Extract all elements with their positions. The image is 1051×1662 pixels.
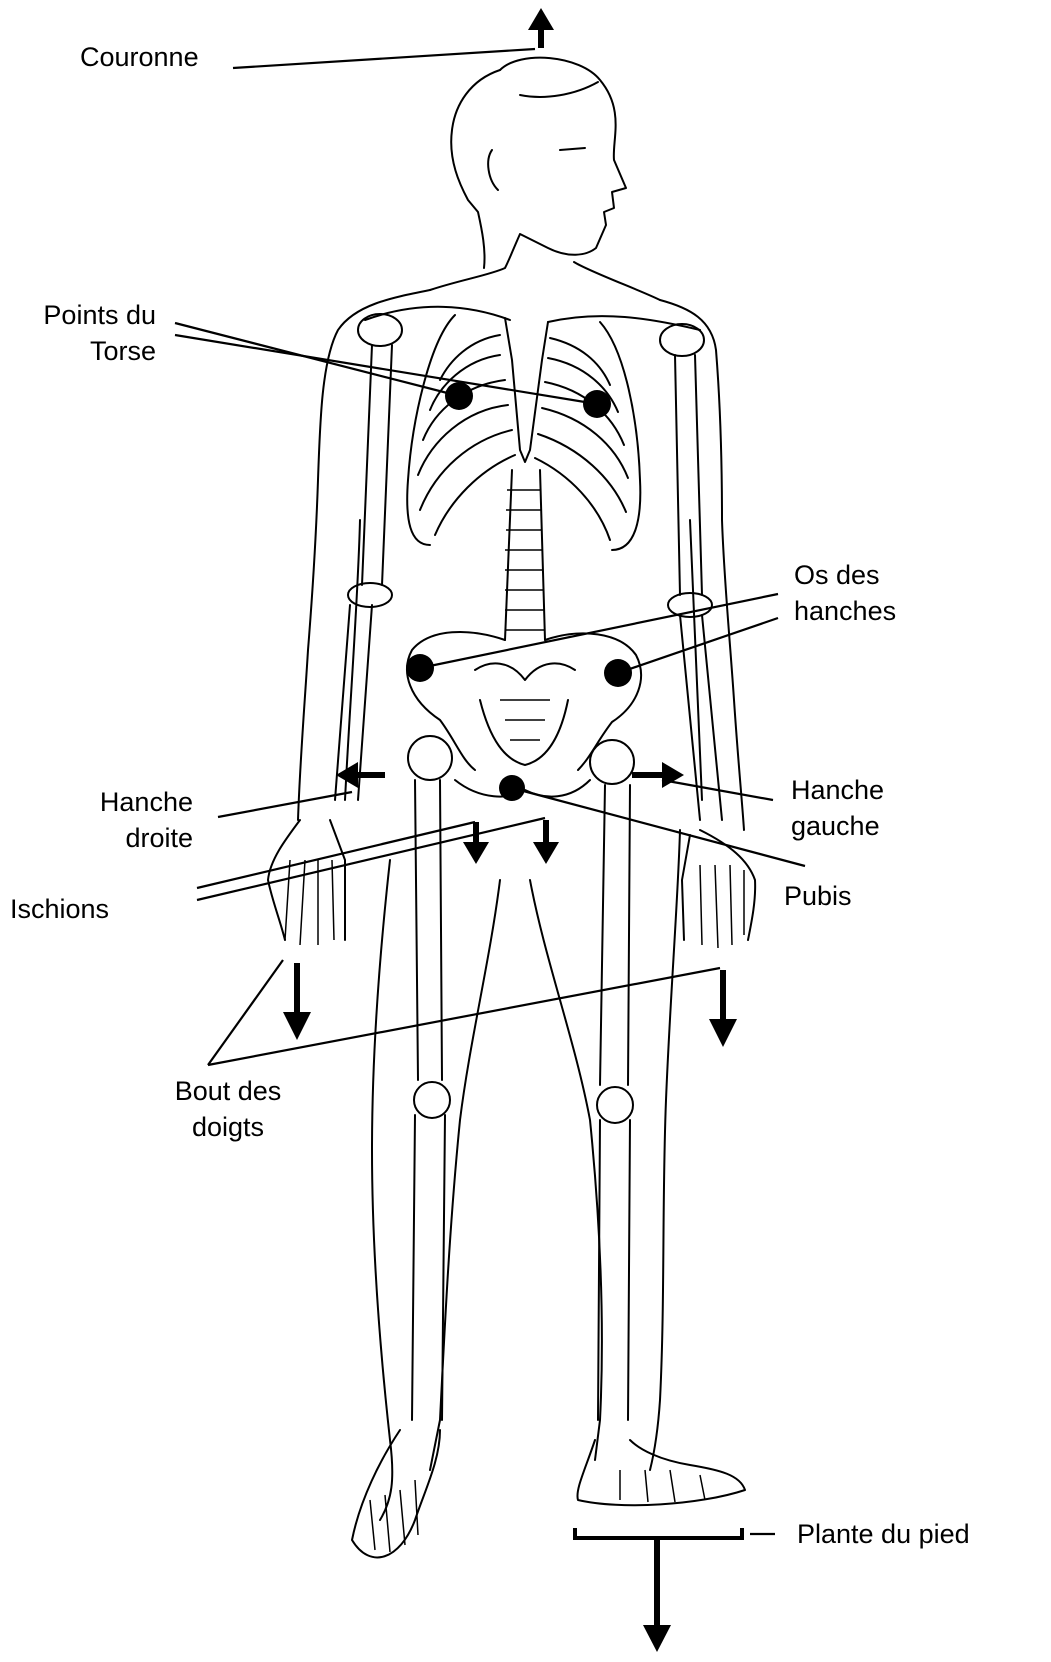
leader-doigts-left <box>208 960 283 1065</box>
label-os-hanches-line1: Os des <box>794 557 896 593</box>
pelvis <box>407 632 641 797</box>
leader-hanche-droite <box>218 792 352 817</box>
hip-bone-right <box>604 659 632 687</box>
label-bout-doigts-line1: Bout des <box>158 1073 298 1109</box>
ribcage <box>407 315 640 550</box>
label-hanche-gauche-line1: Hanche <box>791 772 884 808</box>
pubis-point <box>499 775 525 801</box>
label-os-hanches-line2: hanches <box>794 593 896 629</box>
hands <box>268 820 755 948</box>
label-points-torse-line2: Torse <box>20 333 156 369</box>
leader-hanches-right <box>618 618 778 673</box>
torse-point-right <box>583 390 611 418</box>
label-pubis: Pubis <box>784 878 852 914</box>
label-os-hanches: Os des hanches <box>794 557 896 629</box>
hip-bone-left <box>406 654 434 682</box>
torse-point-left <box>445 382 473 410</box>
leader-torse-left <box>175 323 459 396</box>
label-plante-pied: Plante du pied <box>797 1516 970 1552</box>
leader-pubis <box>512 788 805 866</box>
arm-bones <box>335 345 722 820</box>
leader-doigts-right <box>208 968 720 1065</box>
label-hanche-gauche-line2: gauche <box>791 808 884 844</box>
label-points-torse: Points du Torse <box>20 297 156 369</box>
spine <box>505 470 545 640</box>
label-hanche-droite: Hanche droite <box>60 784 193 856</box>
label-bout-doigts: Bout des doigts <box>158 1073 298 1145</box>
leader-ischions-2 <box>197 818 545 900</box>
label-hanche-droite-line1: Hanche <box>60 784 193 820</box>
label-ischions: Ischions <box>10 891 109 927</box>
leader-ischions-1 <box>197 822 475 888</box>
leader-hanches-left <box>420 594 778 668</box>
clavicles <box>358 307 704 356</box>
label-couronne: Couronne <box>80 39 199 75</box>
label-hanche-gauche: Hanche gauche <box>791 772 884 844</box>
leader-couronne <box>233 49 535 68</box>
label-points-torse-line1: Points du <box>20 297 156 333</box>
label-hanche-droite-line2: droite <box>60 820 193 856</box>
sole-bracket <box>575 1528 742 1538</box>
head-outline <box>430 58 660 300</box>
label-bout-doigts-line2: doigts <box>158 1109 298 1145</box>
